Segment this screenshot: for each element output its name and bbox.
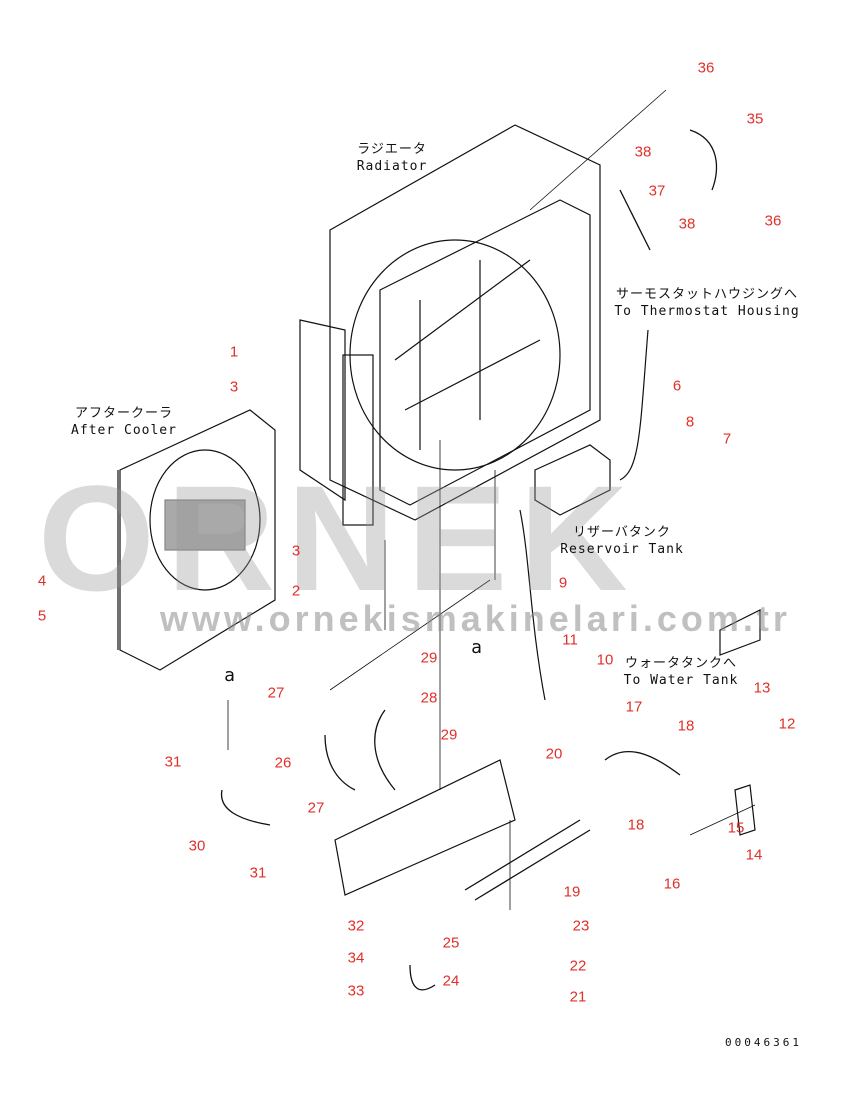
drawing-number: 00046361 xyxy=(725,1036,802,1049)
part-label: 5 xyxy=(37,607,47,625)
brackets-drawing xyxy=(334,609,761,896)
part-label: 3 xyxy=(291,542,301,560)
part-label: 15 xyxy=(727,819,745,837)
part-label: 38 xyxy=(634,143,652,161)
part-label: 28 xyxy=(420,689,438,707)
part-label: 35 xyxy=(746,110,764,128)
part-label: 3 xyxy=(229,378,239,396)
part-label: 11 xyxy=(562,631,578,649)
radiator-drawing xyxy=(299,124,601,526)
part-label: 9 xyxy=(558,574,568,592)
hoses-drawing xyxy=(220,124,723,991)
part-label: 18 xyxy=(627,816,645,834)
part-label: 10 xyxy=(596,651,614,669)
part-label: 30 xyxy=(188,837,206,855)
part-label: 27 xyxy=(267,684,285,702)
part-label: 12 xyxy=(778,715,796,733)
part-label: 26 xyxy=(274,754,292,772)
part-label: 32 xyxy=(347,917,365,935)
part-label: 17 xyxy=(625,698,643,716)
part-label: 13 xyxy=(753,679,771,697)
part-label: 8 xyxy=(685,413,695,431)
watermark-brand: ORNEK xyxy=(38,454,640,622)
part-label: 1 xyxy=(229,343,239,361)
part-label: 33 xyxy=(347,982,365,1000)
part-label: 21 xyxy=(569,988,587,1006)
part-label: 36 xyxy=(764,212,782,230)
part-label: 22 xyxy=(569,957,587,975)
part-label: 24 xyxy=(442,972,460,990)
part-label: 19 xyxy=(563,883,581,901)
reservoir-tank-drawing xyxy=(519,329,649,701)
part-label: 38 xyxy=(678,215,696,233)
part-label: 4 xyxy=(37,572,47,590)
part-label: 31 xyxy=(249,864,267,882)
part-label: 36 xyxy=(697,59,715,77)
part-label: 29 xyxy=(440,726,458,744)
part-label: 2 xyxy=(291,582,301,600)
view-a-label: a xyxy=(471,637,483,658)
part-label: 34 xyxy=(347,949,365,967)
part-label: 20 xyxy=(545,745,563,763)
part-label: 18 xyxy=(677,717,695,735)
part-label: 7 xyxy=(722,430,732,448)
part-label: 14 xyxy=(745,846,763,864)
part-label: 6 xyxy=(672,377,682,395)
part-label: 29 xyxy=(420,649,438,667)
part-label: 37 xyxy=(648,182,666,200)
part-label: 23 xyxy=(572,917,590,935)
view-a-label: a xyxy=(224,665,236,686)
watermark-url: www.ornekismakinelari.com.tr xyxy=(160,598,791,639)
part-label: 31 xyxy=(164,753,182,771)
aftercooler-drawing xyxy=(117,409,276,671)
leader-lines xyxy=(227,89,756,910)
part-label: 25 xyxy=(442,934,460,952)
part-label: 16 xyxy=(663,875,681,893)
part-label: 27 xyxy=(307,799,325,817)
